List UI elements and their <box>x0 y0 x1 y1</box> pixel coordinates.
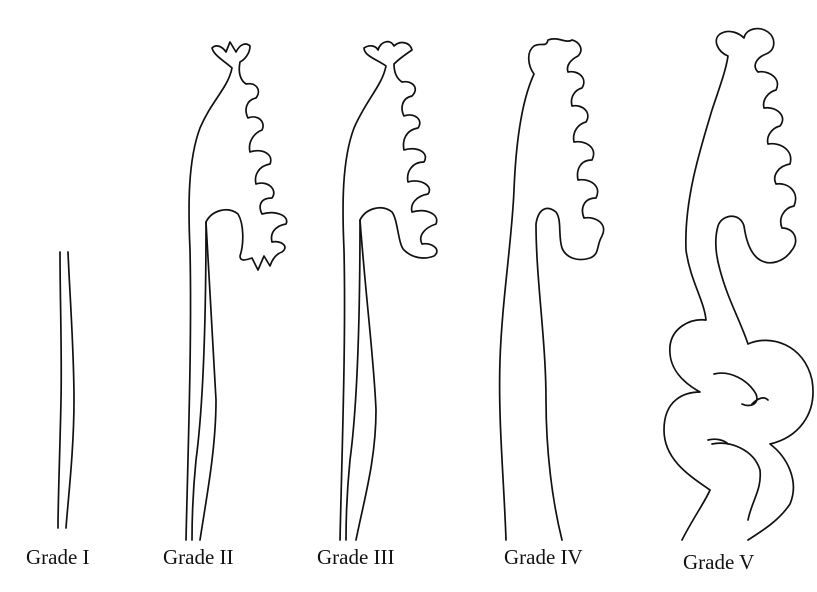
grade-4-ureter-pelvis-drawing <box>500 39 604 540</box>
grade-1-ureter-drawing <box>58 252 74 528</box>
grade-2-ureter-pelvis-drawing <box>186 42 287 540</box>
grade-4-outer-outline <box>500 39 604 540</box>
grade-5-outer-outline <box>664 29 813 540</box>
grade-2-outer-outline <box>186 42 287 540</box>
grade-1-label: Grade I <box>26 545 90 570</box>
grade-3-outer-outline <box>340 42 437 540</box>
grade-5-ureter-pelvis-drawing <box>664 29 813 540</box>
grade-5-inner-loop-lower <box>712 443 760 520</box>
grade-1-ureter-left-wall <box>58 252 61 528</box>
grade-3-ureter-pelvis-drawing <box>340 42 437 540</box>
grade-2-label: Grade II <box>163 545 234 570</box>
grade-4-label: Grade IV <box>504 545 583 570</box>
grade-1-ureter-right-wall <box>66 252 74 528</box>
grade-5-inner-loop-upper <box>714 373 757 405</box>
grade-3-label: Grade III <box>317 545 395 570</box>
grade-5-label: Grade V <box>683 550 754 575</box>
